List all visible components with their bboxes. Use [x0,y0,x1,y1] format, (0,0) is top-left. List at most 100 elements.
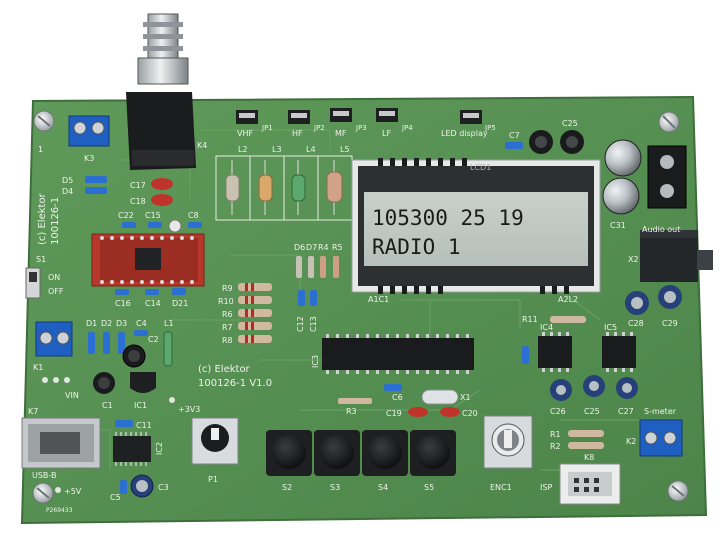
ic2-usb-chip [113,432,151,466]
label-c8: C8 [188,211,199,220]
inductor-l1 [163,331,173,367]
diode-d6 [296,256,302,278]
terminal-block-speaker[interactable] [647,145,687,209]
label-l2: L2 [238,145,248,154]
terminal-block-k3[interactable] [68,115,110,147]
label-c26: C26 [550,407,566,416]
capacitor-c13 [310,290,317,306]
isp-header-k8[interactable] [559,463,621,505]
resistor-r4 [320,256,326,278]
label-audio-out: Audio out [642,225,680,234]
label-c25: C25 [562,119,578,128]
label-c11: C11 [136,421,152,430]
capacitor-c12 [298,290,305,306]
capacitor-c17 [151,178,173,190]
label-d21: D21 [172,299,188,308]
diode-d1 [88,332,95,354]
jumper-jp1-vhf[interactable] [236,110,258,124]
label-a2l2: A2L2 [558,295,578,304]
label-3v3: +3V3 [178,405,200,414]
lcd-line-1: 105300 25 19 [372,206,524,230]
label-c17: C17 [130,181,146,190]
label-l3: L3 [272,145,282,154]
jumper-jp5-led[interactable] [460,110,482,124]
capacitor-c18 [151,194,173,206]
label-k4: K4 [197,141,207,150]
label-s5: S5 [424,483,434,492]
capacitor-c4 [134,330,148,336]
label-a1c1: A1C1 [368,295,389,304]
ic-adapter-board [91,233,205,287]
capacitor-c6 [384,384,402,391]
label-ic5: IC5 [604,323,617,332]
resistor-r2 [568,442,604,449]
capacitor-large-1 [604,139,642,177]
button-s4[interactable] [362,430,408,476]
board-code: P269433 [46,507,73,514]
label-lcd1: LCD1 [470,163,491,172]
crystal-x1 [421,389,459,405]
jumper-jp4-lf[interactable] [376,108,398,122]
resistor-r3 [338,398,372,404]
label-on: ON [48,273,60,282]
label-s3: S3 [330,483,340,492]
label-c18: C18 [130,197,146,206]
capacitor-c7 [505,142,523,149]
button-s2[interactable] [266,430,312,476]
usb-b-connector[interactable] [21,417,101,469]
label-c28: C28 [628,319,644,328]
rotary-encoder-enc1[interactable] [483,415,533,469]
label-c4: C4 [136,319,147,328]
capacitor-c11 [115,420,133,427]
terminal-block-k1[interactable] [35,321,73,357]
label-d1: D1 [86,319,97,328]
board-id-vertical: 100126-1 [50,197,61,245]
capacitor-c15 [148,222,162,228]
label-s2: S2 [282,483,292,492]
inductor-l4 [291,160,306,215]
label-c3: C3 [158,483,169,492]
resistor-bank [238,283,272,343]
power-switch-s1[interactable] [25,267,41,299]
capacitor-c16 [115,289,129,295]
copyright-vertical: (c) Elektor [37,192,48,245]
terminal-block-k2[interactable] [639,419,683,457]
inductor-l5 [326,160,343,215]
jumper-ref-jp1: JP1 [261,124,273,132]
label-c6: C6 [392,393,403,402]
jumper-label-led: LED display [441,129,488,138]
jumper-label-vhf: VHF [237,129,253,138]
jumper-label-hf: HF [292,129,303,138]
potentiometer-p1[interactable] [191,417,239,465]
resistor-r11 [550,316,586,323]
label-c5: C5 [110,493,121,502]
jumper-ref-jp3: JP3 [355,124,367,132]
label-c16: C16 [115,299,131,308]
inductor-l3 [258,160,273,215]
jumper-jp3-mf[interactable] [330,108,352,122]
capacitor-c14 [145,289,159,295]
label-d5: D5 [62,176,73,185]
label-d4: D4 [62,187,73,196]
label-c7: C7 [509,131,520,140]
diode-d2 [103,332,110,354]
jumper-jp2-hf[interactable] [288,110,310,124]
label-enc1: ENC1 [490,483,512,492]
button-s5[interactable] [410,430,456,476]
label-c31: C31 [610,221,626,230]
audio-out-jack[interactable] [640,230,713,282]
capacitor-c20 [440,407,460,417]
label-r10: R10 [218,297,234,306]
bnc-connector-k4[interactable] [126,13,196,170]
button-s3[interactable] [314,430,360,476]
label-vin: VIN [65,391,79,400]
label-k8: K8 [584,453,594,462]
label-s-meter: S-meter [644,407,677,416]
label-r5: R5 [332,243,343,252]
label-c29: C29 [662,319,678,328]
label-ic4: IC4 [540,323,553,332]
label-s1: S1 [36,255,46,264]
label-usb-b: USB-B [32,471,57,480]
label-r4: R4 [318,243,329,252]
